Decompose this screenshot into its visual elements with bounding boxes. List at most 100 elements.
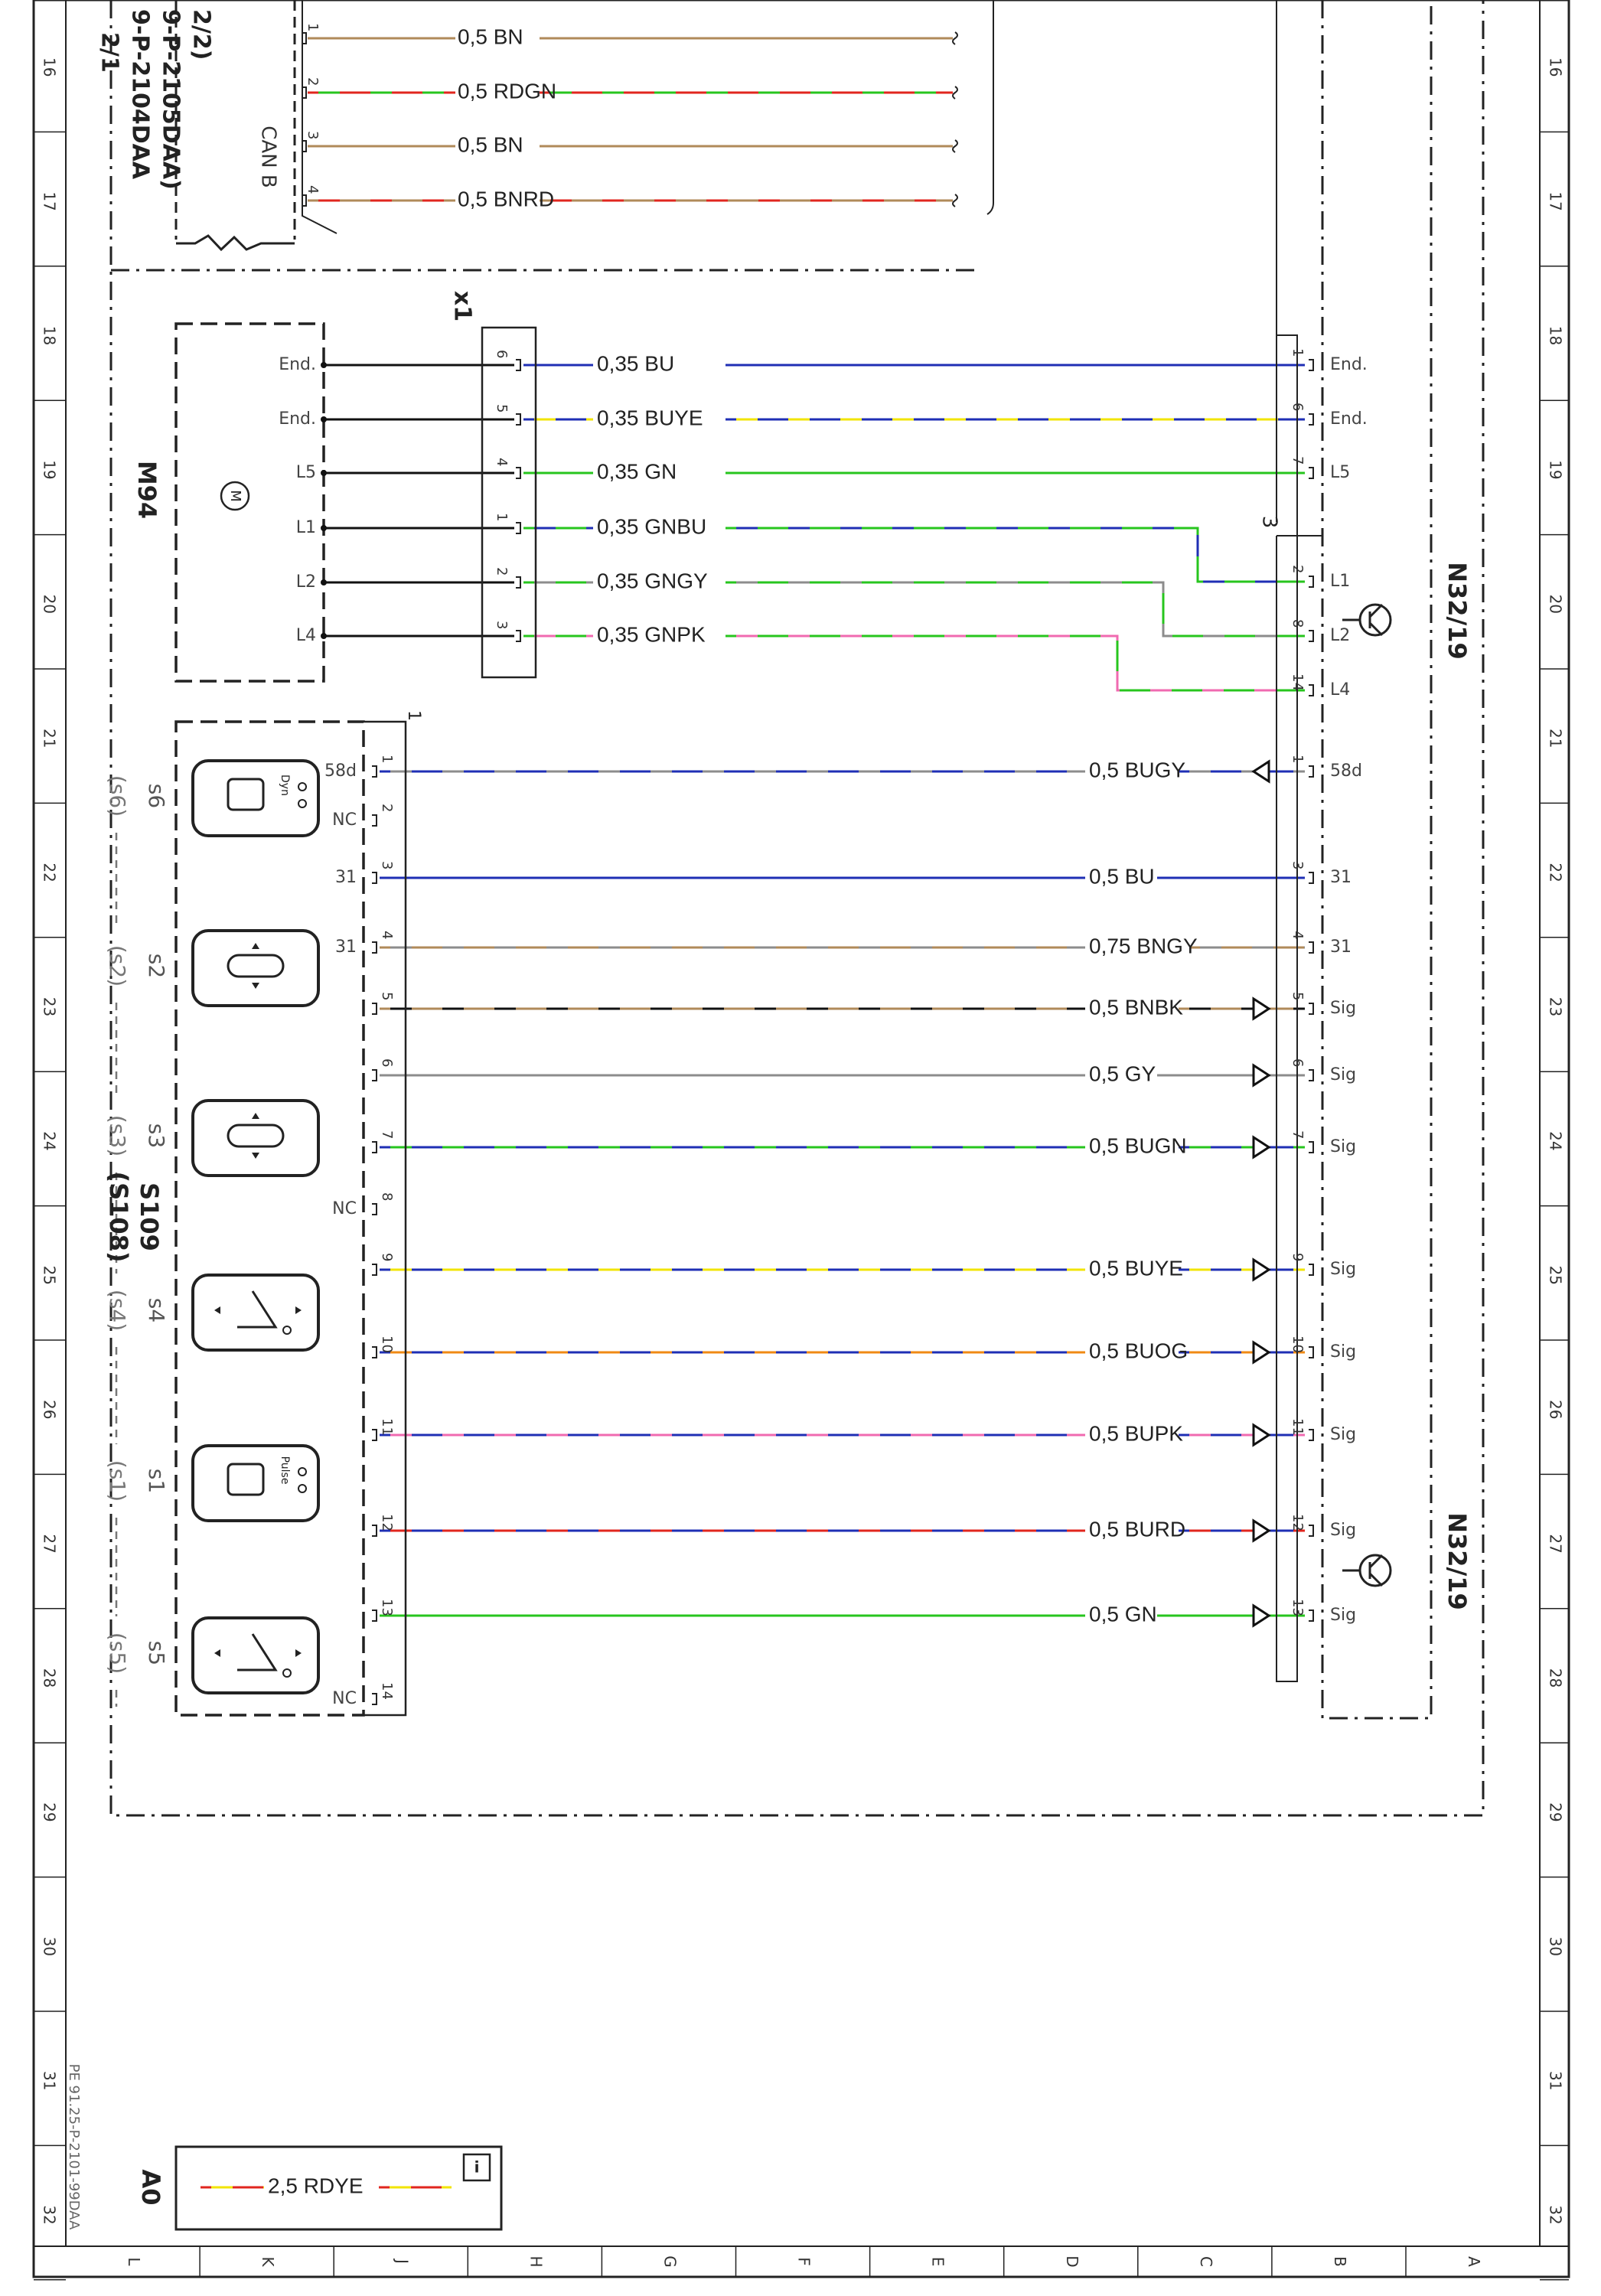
motor-wire-label: 0,35 GNGY	[597, 569, 708, 592]
x1-pin	[516, 630, 521, 642]
x1-pin	[516, 467, 521, 479]
module-terminal-label: 58d	[1330, 762, 1362, 781]
button-alt-tag: (s4)	[105, 1290, 130, 1331]
row-number-right: 25	[1547, 1266, 1565, 1285]
indicator-led	[282, 1668, 292, 1678]
info-icon	[462, 2153, 491, 2182]
indicator-led	[282, 1326, 292, 1335]
switch-pin-number: 6	[379, 1058, 395, 1067]
col-letter: B	[1331, 2256, 1349, 2267]
module-terminal-label: L2	[1330, 626, 1350, 645]
row-number-right: 18	[1547, 326, 1565, 345]
button-alt-tag: (s5)	[105, 1632, 130, 1674]
transistor-icon	[1358, 1554, 1392, 1587]
wire-break-mark	[952, 194, 958, 207]
module-pin	[1309, 1141, 1314, 1153]
motor-icon-letter: M	[227, 490, 243, 502]
x1-pin	[516, 359, 521, 371]
row-number-left: 23	[41, 997, 59, 1016]
module-terminal-label: 31	[1330, 868, 1352, 887]
button-text: Dyn	[279, 775, 291, 796]
switch-wire-label: 0,5 BUPK	[1089, 1421, 1183, 1445]
reference-label: 2/1	[96, 32, 123, 73]
module-pin	[1309, 765, 1314, 778]
motor-wire-route	[726, 581, 1305, 638]
lumbar-icon	[227, 1124, 285, 1148]
x1-pin	[516, 576, 521, 589]
switch-pin-number: 1	[379, 755, 395, 763]
module-terminal-label: Sig	[1330, 1425, 1356, 1444]
module-pin	[1309, 359, 1314, 371]
switch-wire-label: 0,75 BNGY	[1089, 934, 1198, 957]
switch-terminal-label: 31	[335, 868, 357, 887]
switch-wire-label: 0,5 BNBK	[1089, 995, 1183, 1019]
switch-enclosure	[174, 720, 365, 1717]
x1-pin-number: 5	[494, 404, 510, 413]
outer-enclosure	[109, 0, 1485, 1817]
transistor-icon	[1358, 603, 1392, 637]
motor-wire-route	[726, 527, 1305, 583]
switch-pin	[372, 814, 377, 827]
module-pin-number: 4	[1290, 931, 1306, 939]
wire-break-mark	[952, 31, 958, 45]
row-number-left: 25	[41, 1266, 59, 1285]
signal-direction-arrow	[1252, 996, 1271, 1021]
module-terminal-label: 31	[1330, 938, 1352, 957]
col-letter: G	[660, 2255, 679, 2268]
legend-wire-label: 2,5 RDYE	[268, 2174, 364, 2197]
switch-button-s2	[191, 929, 320, 1007]
module-terminal-label: Sig	[1330, 1260, 1356, 1279]
can-wire-label: 0,5 BNRD	[458, 187, 554, 210]
module-terminal-label: L4	[1330, 680, 1350, 700]
module-pin	[1309, 1346, 1314, 1358]
button-alt-tag: (s3)	[105, 1115, 130, 1156]
x1-pin-number: 1	[494, 513, 510, 521]
signal-direction-arrow	[1252, 1518, 1271, 1543]
can-pin-number: 1	[305, 23, 321, 31]
switch-pin	[372, 1346, 377, 1358]
col-letter: K	[259, 2256, 277, 2267]
module-connector-body	[1276, 334, 1298, 1682]
motor-wire-route-stripe	[726, 581, 1305, 638]
row-number-left: 24	[41, 1131, 59, 1150]
row-number-right: 20	[1547, 595, 1565, 614]
button-alt-tag: (s2)	[105, 945, 130, 987]
wire-layer	[201, 37, 1305, 2189]
module-pin	[1309, 1429, 1314, 1441]
motor-terminal-dot	[321, 416, 327, 422]
switch-wire-label: 0,5 BU	[1089, 864, 1155, 888]
can-pin-number: 2	[305, 77, 321, 86]
row-number-left: 20	[41, 595, 59, 614]
can-pin-number: 4	[305, 185, 321, 194]
row-number-left: 28	[41, 1668, 59, 1688]
button-tag: s1	[144, 1469, 169, 1493]
col-letter: C	[1197, 2256, 1215, 2267]
wire-break-mark	[952, 86, 958, 99]
backrest-icon	[237, 1633, 278, 1671]
module-pin	[1309, 576, 1314, 588]
module-pin	[1309, 684, 1314, 696]
switch-pin-number: 13	[379, 1599, 395, 1616]
motor-wire-route	[726, 634, 1305, 692]
can-pin	[302, 32, 307, 44]
module-terminal-label: Sig	[1330, 1137, 1356, 1156]
switch-wire-label: 0,5 BUYE	[1089, 1256, 1183, 1280]
legend-id: A0	[136, 2169, 165, 2205]
module-terminal-label: Sig	[1330, 1065, 1356, 1084]
can-connector-body	[302, 0, 337, 234]
module-pin	[1309, 413, 1314, 426]
module-upper-body	[1276, 0, 1322, 536]
can-wire-label: 0,5 BN	[458, 24, 523, 48]
col-letter: H	[527, 2255, 545, 2267]
row-number-right: 30	[1547, 1937, 1565, 1956]
module-pin	[1309, 941, 1314, 954]
x1-pin-number: 6	[494, 350, 510, 358]
row-number-left: 19	[41, 460, 59, 479]
signal-direction-arrow	[1252, 1063, 1271, 1088]
col-letter: A	[1465, 2256, 1483, 2267]
switch-pin	[372, 1203, 377, 1215]
switch-pin	[372, 1003, 377, 1015]
module-terminal-label: End.	[1330, 409, 1368, 429]
